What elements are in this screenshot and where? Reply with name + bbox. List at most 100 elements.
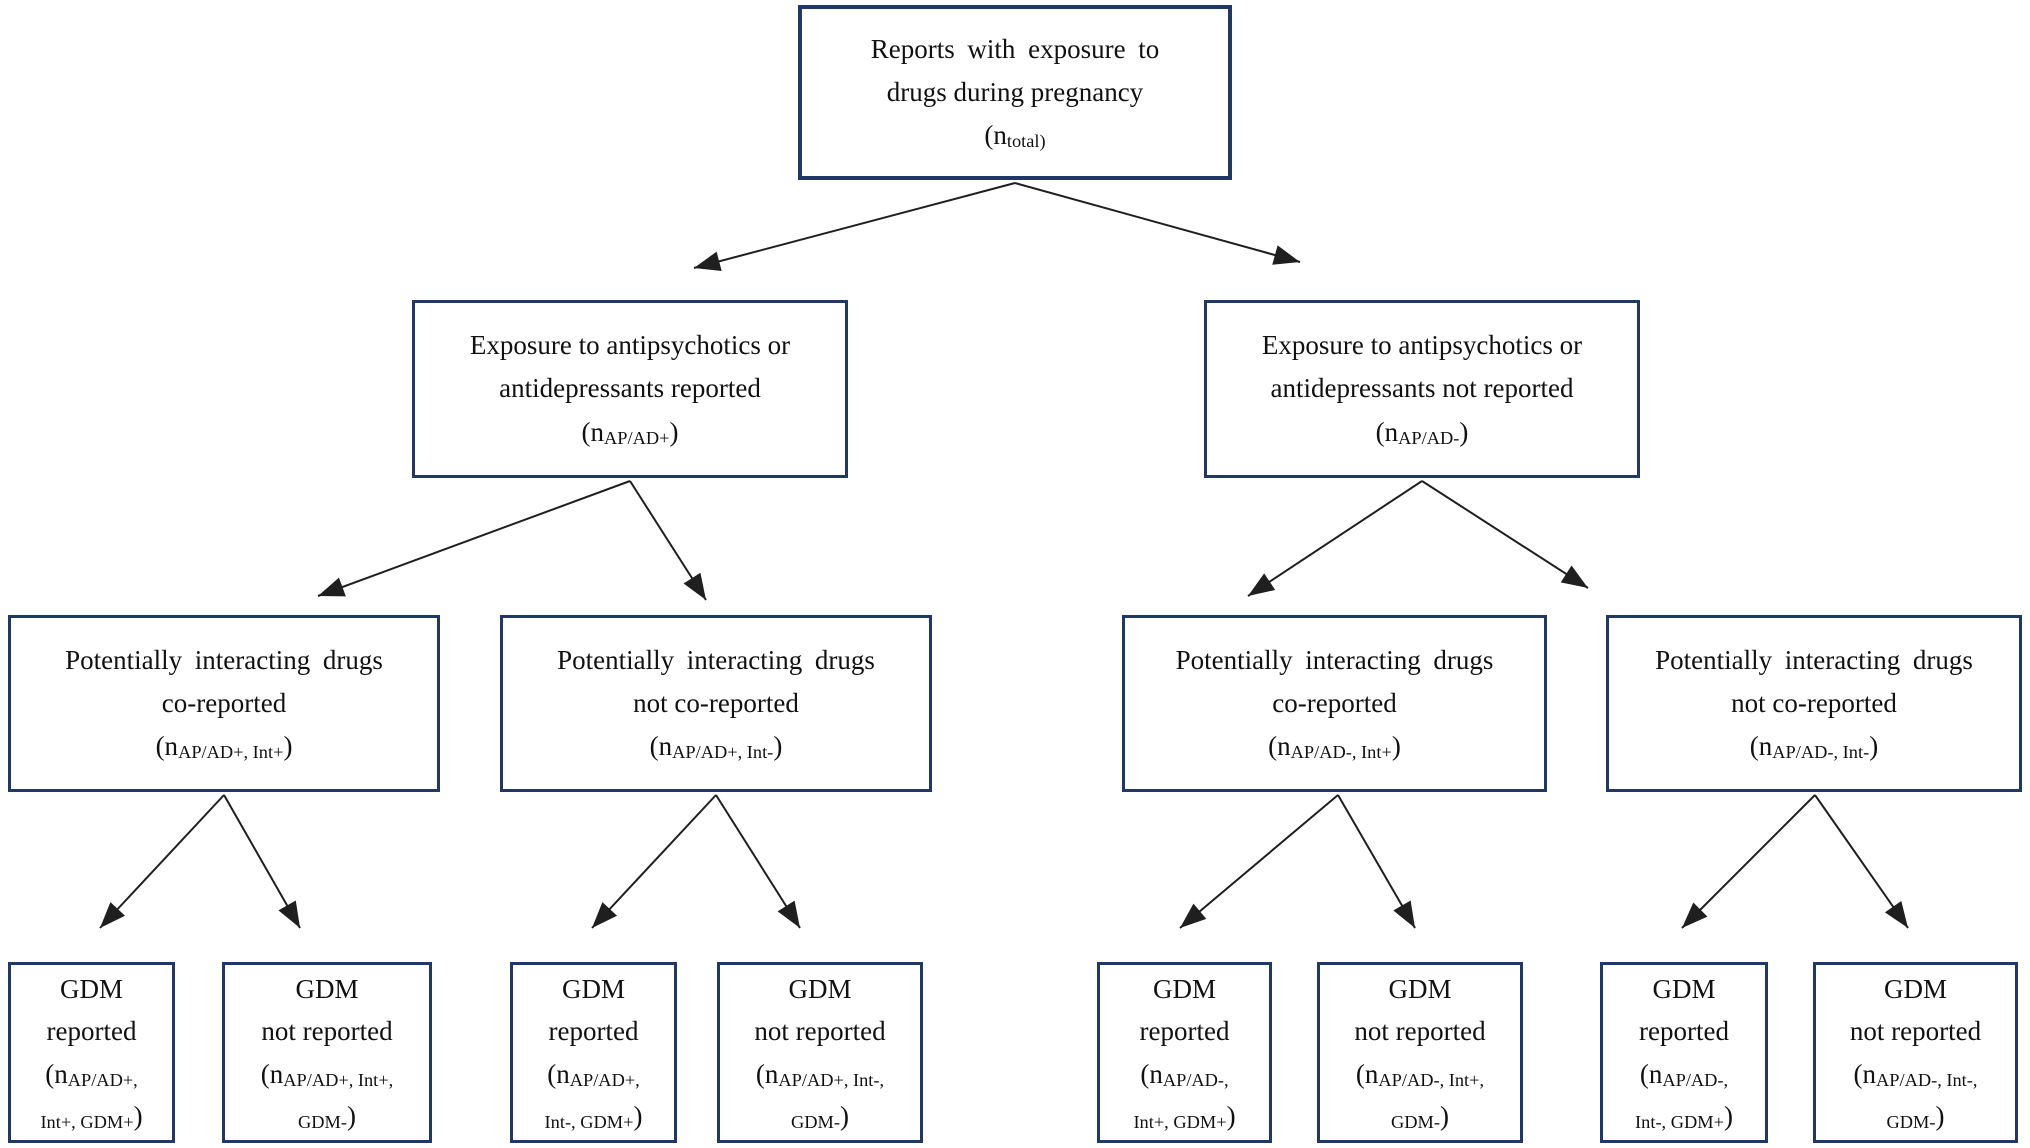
- symbol-subscript: GDM-: [791, 1111, 840, 1132]
- node-text-line: GDM: [295, 974, 359, 1005]
- symbol-subscript: Int+, GDM+: [1133, 1111, 1227, 1132]
- arrow-int4-to-gdm7: [1681, 794, 1816, 929]
- node-text-line: GDM: [561, 974, 625, 1005]
- symbol-subscript: AP/AD-, Int-,: [1876, 1069, 1978, 1090]
- node-text-line: reported: [1139, 1016, 1230, 1047]
- symbol-subscript: AP/AD+: [604, 427, 670, 448]
- symbol-pre: (n: [1853, 1058, 1877, 1089]
- node-symbol: Int-, GDM+): [1635, 1095, 1733, 1137]
- symbol-pre: (n: [1355, 1058, 1379, 1089]
- node-text-line: antidepressants reported: [499, 373, 761, 404]
- node-gdm-not-reported-1: GDM not reported (nAP/AD+, Int+, GDM-): [222, 962, 432, 1143]
- symbol-subscript: AP/AD+,: [569, 1069, 640, 1090]
- node-text-line: not co-reported: [1731, 687, 1897, 718]
- node-symbol: (nAP/AD-, Int+): [1268, 725, 1401, 768]
- node-text-line: reported: [1639, 1016, 1729, 1047]
- node-gdm-reported-2: GDM reported (nAP/AD+, Int-, GDM+): [510, 962, 677, 1143]
- symbol-post: ): [1439, 1100, 1449, 1131]
- symbol-subscript: Int-, GDM+: [1635, 1111, 1724, 1132]
- symbol-post: ): [283, 731, 293, 762]
- symbol-pre: (n: [260, 1058, 284, 1089]
- symbol-subscript: AP/AD+,: [67, 1069, 138, 1090]
- symbol-post: ): [1391, 731, 1401, 762]
- node-text-line: not reported: [1849, 1016, 1982, 1047]
- node-text-line: reported: [548, 1016, 639, 1047]
- arrow-int1-to-gdm1: [99, 794, 225, 929]
- arrow-apadpos-to-intneg: [629, 480, 707, 601]
- symbol-pre: (n: [649, 731, 673, 762]
- node-symbol: GDM-): [298, 1095, 356, 1137]
- node-text-line: not co-reported: [633, 687, 799, 718]
- node-text-line: co-reported: [161, 687, 287, 718]
- symbol-subscript: AP/AD+, Int+: [178, 742, 284, 763]
- node-text-line: not reported: [754, 1016, 886, 1047]
- symbol-post: ): [1935, 1100, 1945, 1131]
- node-text-line: GDM: [1388, 974, 1452, 1005]
- node-apadpos-int-coreported: Potentially interacting drugs co-reporte…: [8, 615, 440, 792]
- symbol-pre: (n: [45, 1058, 68, 1089]
- node-text-line: co-reported: [1272, 687, 1397, 718]
- node-symbol: GDM-): [791, 1095, 849, 1137]
- symbol-pre: (n: [1268, 731, 1291, 762]
- arrow-apadneg-to-intneg: [1421, 480, 1589, 589]
- node-text-line: GDM: [59, 974, 123, 1005]
- arrow-root-to-apad-pos: [693, 182, 1016, 272]
- node-total-reports: Reports with exposure to drugs during pr…: [798, 5, 1232, 180]
- node-text-line: Potentially interacting drugs: [65, 644, 383, 675]
- symbol-post: ): [1723, 1100, 1733, 1131]
- arrow-root-to-apad-neg: [1014, 182, 1301, 265]
- node-text-line: not reported: [261, 1016, 393, 1047]
- symbol-pre: (n: [155, 731, 179, 762]
- node-text-line: reported: [46, 1016, 137, 1047]
- node-text-line: Reports with exposure to: [870, 33, 1160, 64]
- node-text-line: GDM: [1152, 974, 1216, 1005]
- node-symbol: (nAP/AD-): [1376, 411, 1469, 454]
- symbol-pre: (n: [1140, 1058, 1163, 1089]
- node-symbol: (nAP/AD+,: [547, 1053, 640, 1095]
- symbol-pre: (n: [755, 1058, 779, 1089]
- node-apad-reported: Exposure to antipsychotics or antidepres…: [412, 300, 848, 478]
- node-symbol: GDM-): [1887, 1095, 1945, 1137]
- symbol-post: ): [1869, 731, 1879, 762]
- node-apadpos-int-not-coreported: Potentially interacting drugs not co-rep…: [500, 615, 932, 792]
- arrow-int2-to-gdm3: [591, 794, 717, 929]
- symbol-post: ): [346, 1100, 356, 1131]
- node-symbol: (nAP/AD-,: [1640, 1053, 1728, 1095]
- node-text-line: Exposure to antipsychotics or: [469, 330, 791, 361]
- symbol-subscript: AP/AD+, Int-,: [778, 1069, 885, 1090]
- symbol-pre: (n: [984, 120, 1007, 151]
- symbol-post: ): [1226, 1100, 1236, 1131]
- symbol-subscript: AP/AD-, Int+: [1290, 742, 1392, 763]
- node-gdm-not-reported-2: GDM not reported (nAP/AD+, Int-, GDM-): [717, 962, 923, 1143]
- arrow-int1-to-gdm2: [223, 794, 301, 929]
- arrow-int2-to-gdm4: [715, 794, 801, 929]
- node-apad-not-reported: Exposure to antipsychotics or antidepres…: [1204, 300, 1640, 478]
- symbol-pre: (n: [1749, 731, 1773, 762]
- node-gdm-reported-1: GDM reported (nAP/AD+, Int+, GDM+): [8, 962, 175, 1143]
- node-symbol: (nAP/AD+, Int+,: [261, 1053, 393, 1095]
- node-symbol: GDM-): [1391, 1095, 1449, 1137]
- node-symbol: (nAP/AD-, Int+,: [1356, 1053, 1484, 1095]
- node-symbol: (nAP/AD-,: [1140, 1053, 1228, 1095]
- symbol-pre: (n: [1375, 416, 1399, 447]
- node-gdm-not-reported-4: GDM not reported (nAP/AD-, Int-, GDM-): [1813, 962, 2018, 1143]
- symbol-subscript: GDM-: [1391, 1111, 1440, 1132]
- symbol-pre: (n: [547, 1058, 570, 1089]
- node-symbol: Int+, GDM+): [1133, 1095, 1235, 1137]
- node-symbol: (nAP/AD+,: [45, 1053, 138, 1095]
- arrow-int3-to-gdm5: [1179, 794, 1339, 929]
- symbol-subscript: AP/AD-,: [1662, 1069, 1729, 1090]
- symbol-subscript: AP/AD+, Int+,: [283, 1069, 394, 1090]
- symbol-post: ): [133, 1100, 143, 1131]
- node-symbol: Int+, GDM+): [40, 1095, 142, 1137]
- node-text-line: Potentially interacting drugs: [1655, 644, 1973, 675]
- node-symbol: Int-, GDM+): [545, 1095, 643, 1137]
- symbol-post: ): [1459, 416, 1469, 447]
- symbol-subscript: total): [1006, 131, 1046, 152]
- node-text-line: GDM: [1883, 974, 1947, 1005]
- symbol-pre: (n: [1639, 1058, 1663, 1089]
- symbol-subscript: AP/AD-: [1398, 427, 1460, 448]
- arrow-int4-to-gdm8: [1814, 794, 1909, 929]
